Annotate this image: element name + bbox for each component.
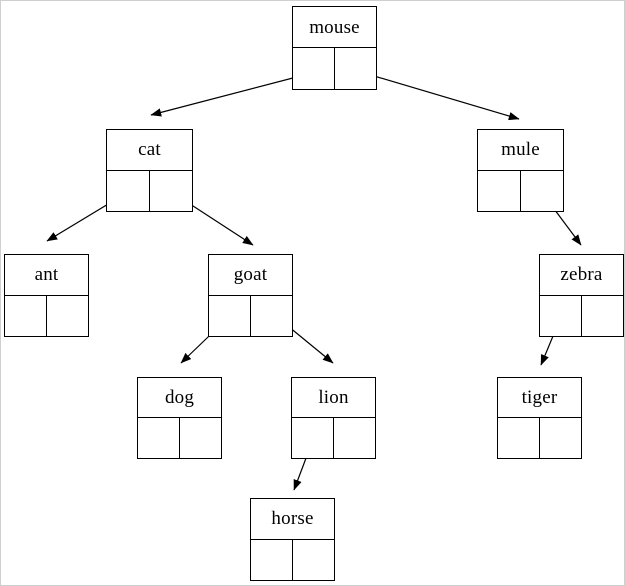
left-pointer-cell-ant: [5, 295, 47, 336]
tree-node-mule: mule: [477, 129, 564, 212]
tree-node-pointers-horse: [251, 539, 335, 581]
left-pointer-cell-zebra: [540, 295, 582, 336]
tree-node-pointers-zebra: [540, 295, 624, 337]
tree-node-pointers-dog: [138, 418, 221, 458]
left-pointer-cell-dog: [138, 418, 180, 458]
right-pointer-cell-tiger: [540, 418, 582, 458]
tree-node-label-ant: ant: [5, 255, 88, 296]
right-pointer-cell-mule: [521, 171, 564, 212]
left-pointer-cell-mule: [478, 170, 521, 211]
right-pointer-cell-cat: [150, 171, 193, 212]
right-pointer-cell-zebra: [582, 296, 624, 337]
tree-node-label-dog: dog: [138, 378, 221, 418]
left-pointer-cell-tiger: [498, 418, 540, 458]
tree-node-zebra: zebra: [539, 254, 624, 337]
tree-node-mouse: mouse: [292, 6, 377, 90]
tree-node-label-goat: goat: [209, 255, 292, 296]
tree-node-cat: cat: [106, 129, 193, 212]
right-pointer-cell-dog: [180, 418, 222, 458]
right-pointer-cell-ant: [47, 296, 89, 337]
tree-node-pointers-mouse: [293, 48, 376, 89]
tree-node-label-cat: cat: [107, 130, 192, 171]
right-pointer-cell-goat: [251, 296, 293, 337]
tree-node-label-tiger: tiger: [498, 378, 581, 418]
tree-node-label-mule: mule: [478, 130, 563, 171]
tree-node-lion: lion: [291, 377, 376, 459]
right-pointer-cell-horse: [293, 540, 335, 581]
left-pointer-cell-cat: [107, 170, 150, 211]
tree-node-label-zebra: zebra: [540, 255, 623, 296]
right-pointer-cell-mouse: [335, 48, 377, 89]
left-pointer-cell-lion: [292, 418, 334, 458]
tree-node-label-horse: horse: [251, 499, 334, 540]
tree-edge-mouse-left-to-cat: [150, 72, 313, 117]
tree-node-pointers-lion: [292, 418, 375, 458]
right-pointer-cell-lion: [334, 418, 376, 458]
tree-node-pointers-ant: [5, 295, 89, 337]
tree-node-horse: horse: [250, 498, 335, 581]
tree-node-pointers-cat: [107, 170, 193, 212]
tree-node-pointers-mule: [478, 170, 564, 212]
tree-node-tiger: tiger: [497, 377, 582, 459]
tree-node-ant: ant: [4, 254, 89, 337]
left-pointer-cell-horse: [251, 539, 293, 580]
tree-node-label-mouse: mouse: [293, 7, 376, 48]
tree-node-goat: goat: [208, 254, 293, 337]
tree-node-dog: dog: [137, 377, 222, 459]
tree-node-pointers-tiger: [498, 418, 581, 458]
tree-edge-mouse-right-to-mule: [353, 69, 520, 121]
left-pointer-cell-goat: [209, 295, 251, 336]
tree-node-pointers-goat: [209, 295, 293, 337]
tree-node-label-lion: lion: [292, 378, 375, 418]
left-pointer-cell-mouse: [293, 48, 335, 89]
